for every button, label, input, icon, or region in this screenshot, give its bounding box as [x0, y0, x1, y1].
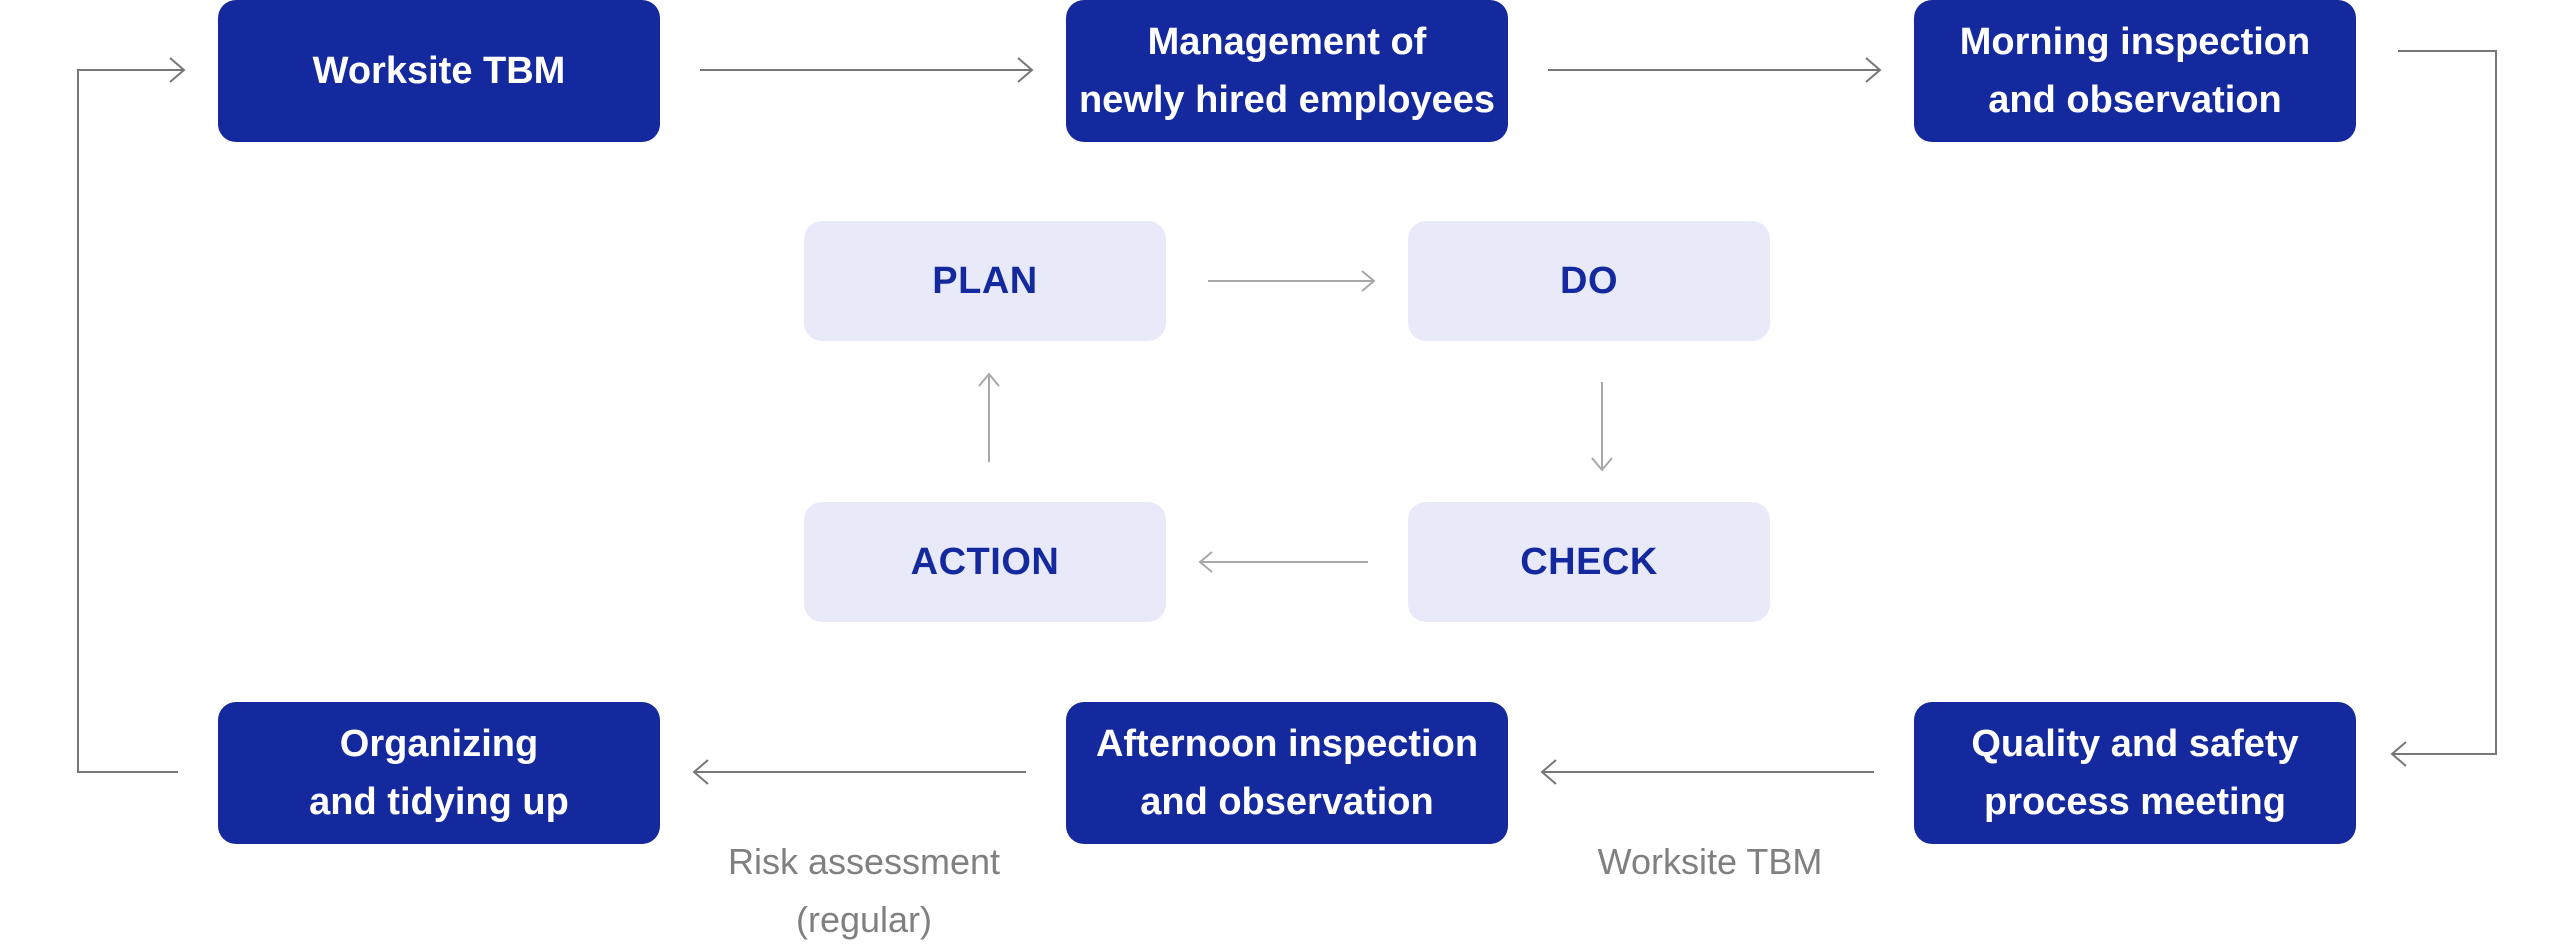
step-organizing: Organizing and tidying up [218, 702, 660, 844]
arrow-quality-meeting-to-afternoon-inspection [1540, 759, 1874, 785]
arrow-morning-inspection-to-quality-meeting [2390, 50, 2497, 767]
arrow-afternoon-inspection-to-organizing [692, 759, 1026, 785]
pdca-check: CHECK [1408, 502, 1770, 622]
pdca-plan: PLAN [804, 221, 1166, 341]
arrow-worksite-tbm-to-new-employees [700, 57, 1034, 83]
note-risk-assessment: Risk assessment (regular) [727, 841, 1001, 940]
pdca-do: DO [1408, 221, 1770, 341]
step-new-employees: Management of newly hired employees [1066, 0, 1508, 142]
arrow-do-to-check [1591, 382, 1613, 472]
arrow-organizing-to-worksite-tbm [77, 57, 186, 773]
step-worksite-tbm: Worksite TBM [218, 0, 660, 142]
note-worksite-tbm: Worksite TBM [1597, 841, 1823, 882]
arrow-action-to-plan [978, 372, 1000, 462]
step-morning-inspection: Morning inspection and observation [1914, 0, 2356, 142]
pdca-action: ACTION [804, 502, 1166, 622]
arrow-new-employees-to-morning-inspection [1548, 57, 1882, 83]
arrow-plan-to-do [1208, 270, 1376, 292]
step-quality-safety-meeting: Quality and safety process meeting [1914, 702, 2356, 844]
step-afternoon-inspection: Afternoon inspection and observation [1066, 702, 1508, 844]
arrow-check-to-action [1198, 551, 1368, 573]
